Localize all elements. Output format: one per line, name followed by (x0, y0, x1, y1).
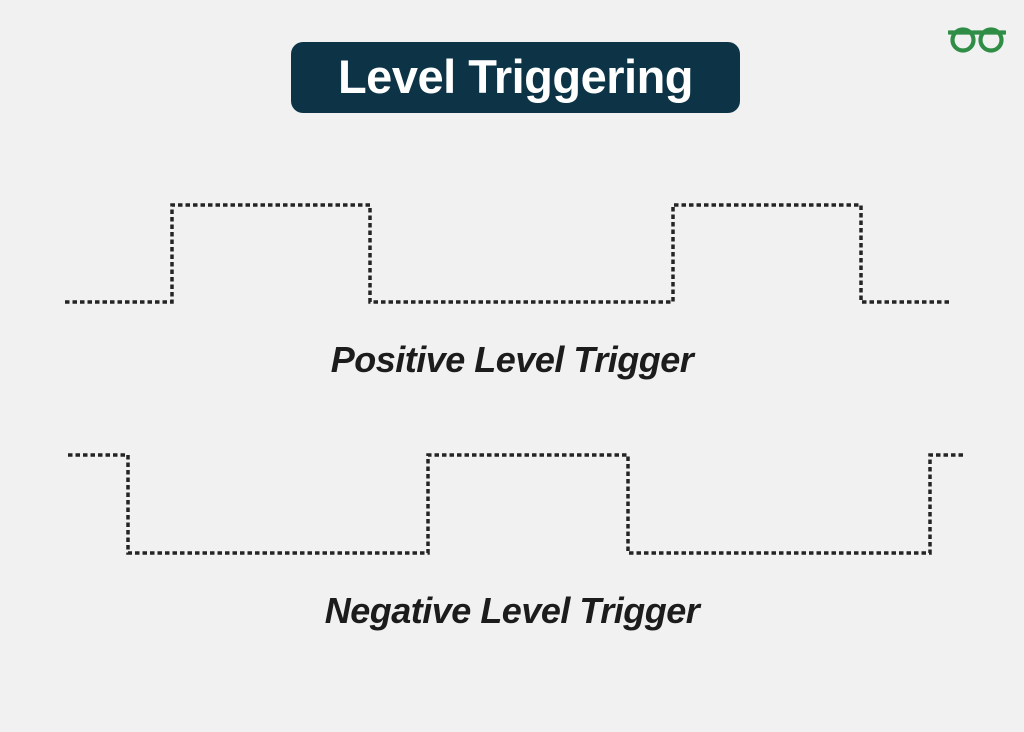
title-banner: Level Triggering (291, 42, 740, 113)
negative-level-trigger-label: Negative Level Trigger (324, 590, 700, 631)
positive-level-trigger-label: Positive Level Trigger (330, 339, 694, 380)
negative-level-trigger-waveform (68, 453, 965, 555)
positive-level-trigger-waveform (65, 203, 950, 304)
geeksforgeeks-logo-icon (948, 27, 1006, 53)
page-title: Level Triggering (337, 49, 694, 103)
